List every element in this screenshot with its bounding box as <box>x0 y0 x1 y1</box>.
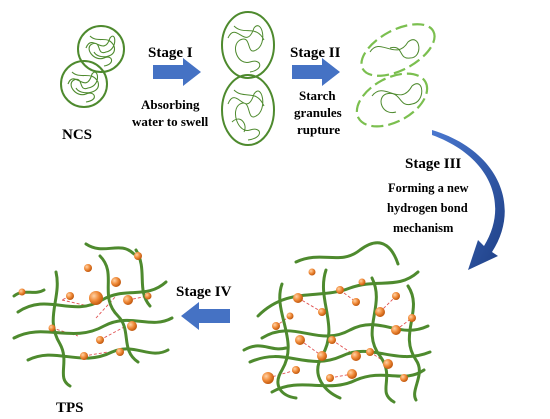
stage1-desc-line1: Absorbing <box>141 97 200 112</box>
ruptured-granule-bottom <box>355 72 429 128</box>
stage1-arrow-icon <box>153 58 201 86</box>
stage1-label: Stage I <box>148 45 193 61</box>
tps-label: TPS <box>56 400 84 416</box>
stage2-desc-line3: rupture <box>297 122 340 137</box>
stage3-desc-line1: Forming a new <box>388 181 469 195</box>
stage3-desc-line3: mechanism <box>393 221 454 235</box>
ruptured-chains <box>369 39 423 114</box>
ncs-granules <box>60 25 125 108</box>
swollen-granules <box>221 11 275 146</box>
ncs-chains-top <box>85 35 116 67</box>
stage2-desc-line2: granules <box>294 105 342 120</box>
ncs-chains-bottom <box>67 71 99 103</box>
stage2-arrow-icon <box>292 58 340 86</box>
swollen-granule-bottom <box>221 74 275 146</box>
tps-network <box>12 242 174 388</box>
stage2-label: Stage II <box>290 45 341 61</box>
stage4-label: Stage IV <box>176 284 232 300</box>
ncs-granule-top <box>77 25 125 73</box>
swollen-granule-top <box>221 11 275 79</box>
swollen-chains-top <box>227 25 265 73</box>
ncs-label: NCS <box>62 127 92 143</box>
tps-chains <box>12 242 174 388</box>
gel-hydrogen-bonds <box>267 289 413 379</box>
stage2-desc-line1: Starch <box>299 88 336 103</box>
gel-particles <box>262 268 416 384</box>
ruptured-granules <box>355 23 436 128</box>
stage4-arrow-icon <box>181 302 230 330</box>
ruptured-granule-top <box>360 23 436 77</box>
stage1-desc-line2: water to swell <box>132 114 209 129</box>
stage3-label: Stage III <box>405 156 461 172</box>
gelatinized-network <box>242 241 432 404</box>
stage3-curved-arrow-icon <box>432 130 505 270</box>
tps-particles <box>18 252 152 360</box>
ncs-granule-bottom <box>60 60 108 108</box>
swollen-chains-bottom <box>227 89 265 141</box>
stage3-desc-line2: hydrogen bond <box>387 201 468 215</box>
